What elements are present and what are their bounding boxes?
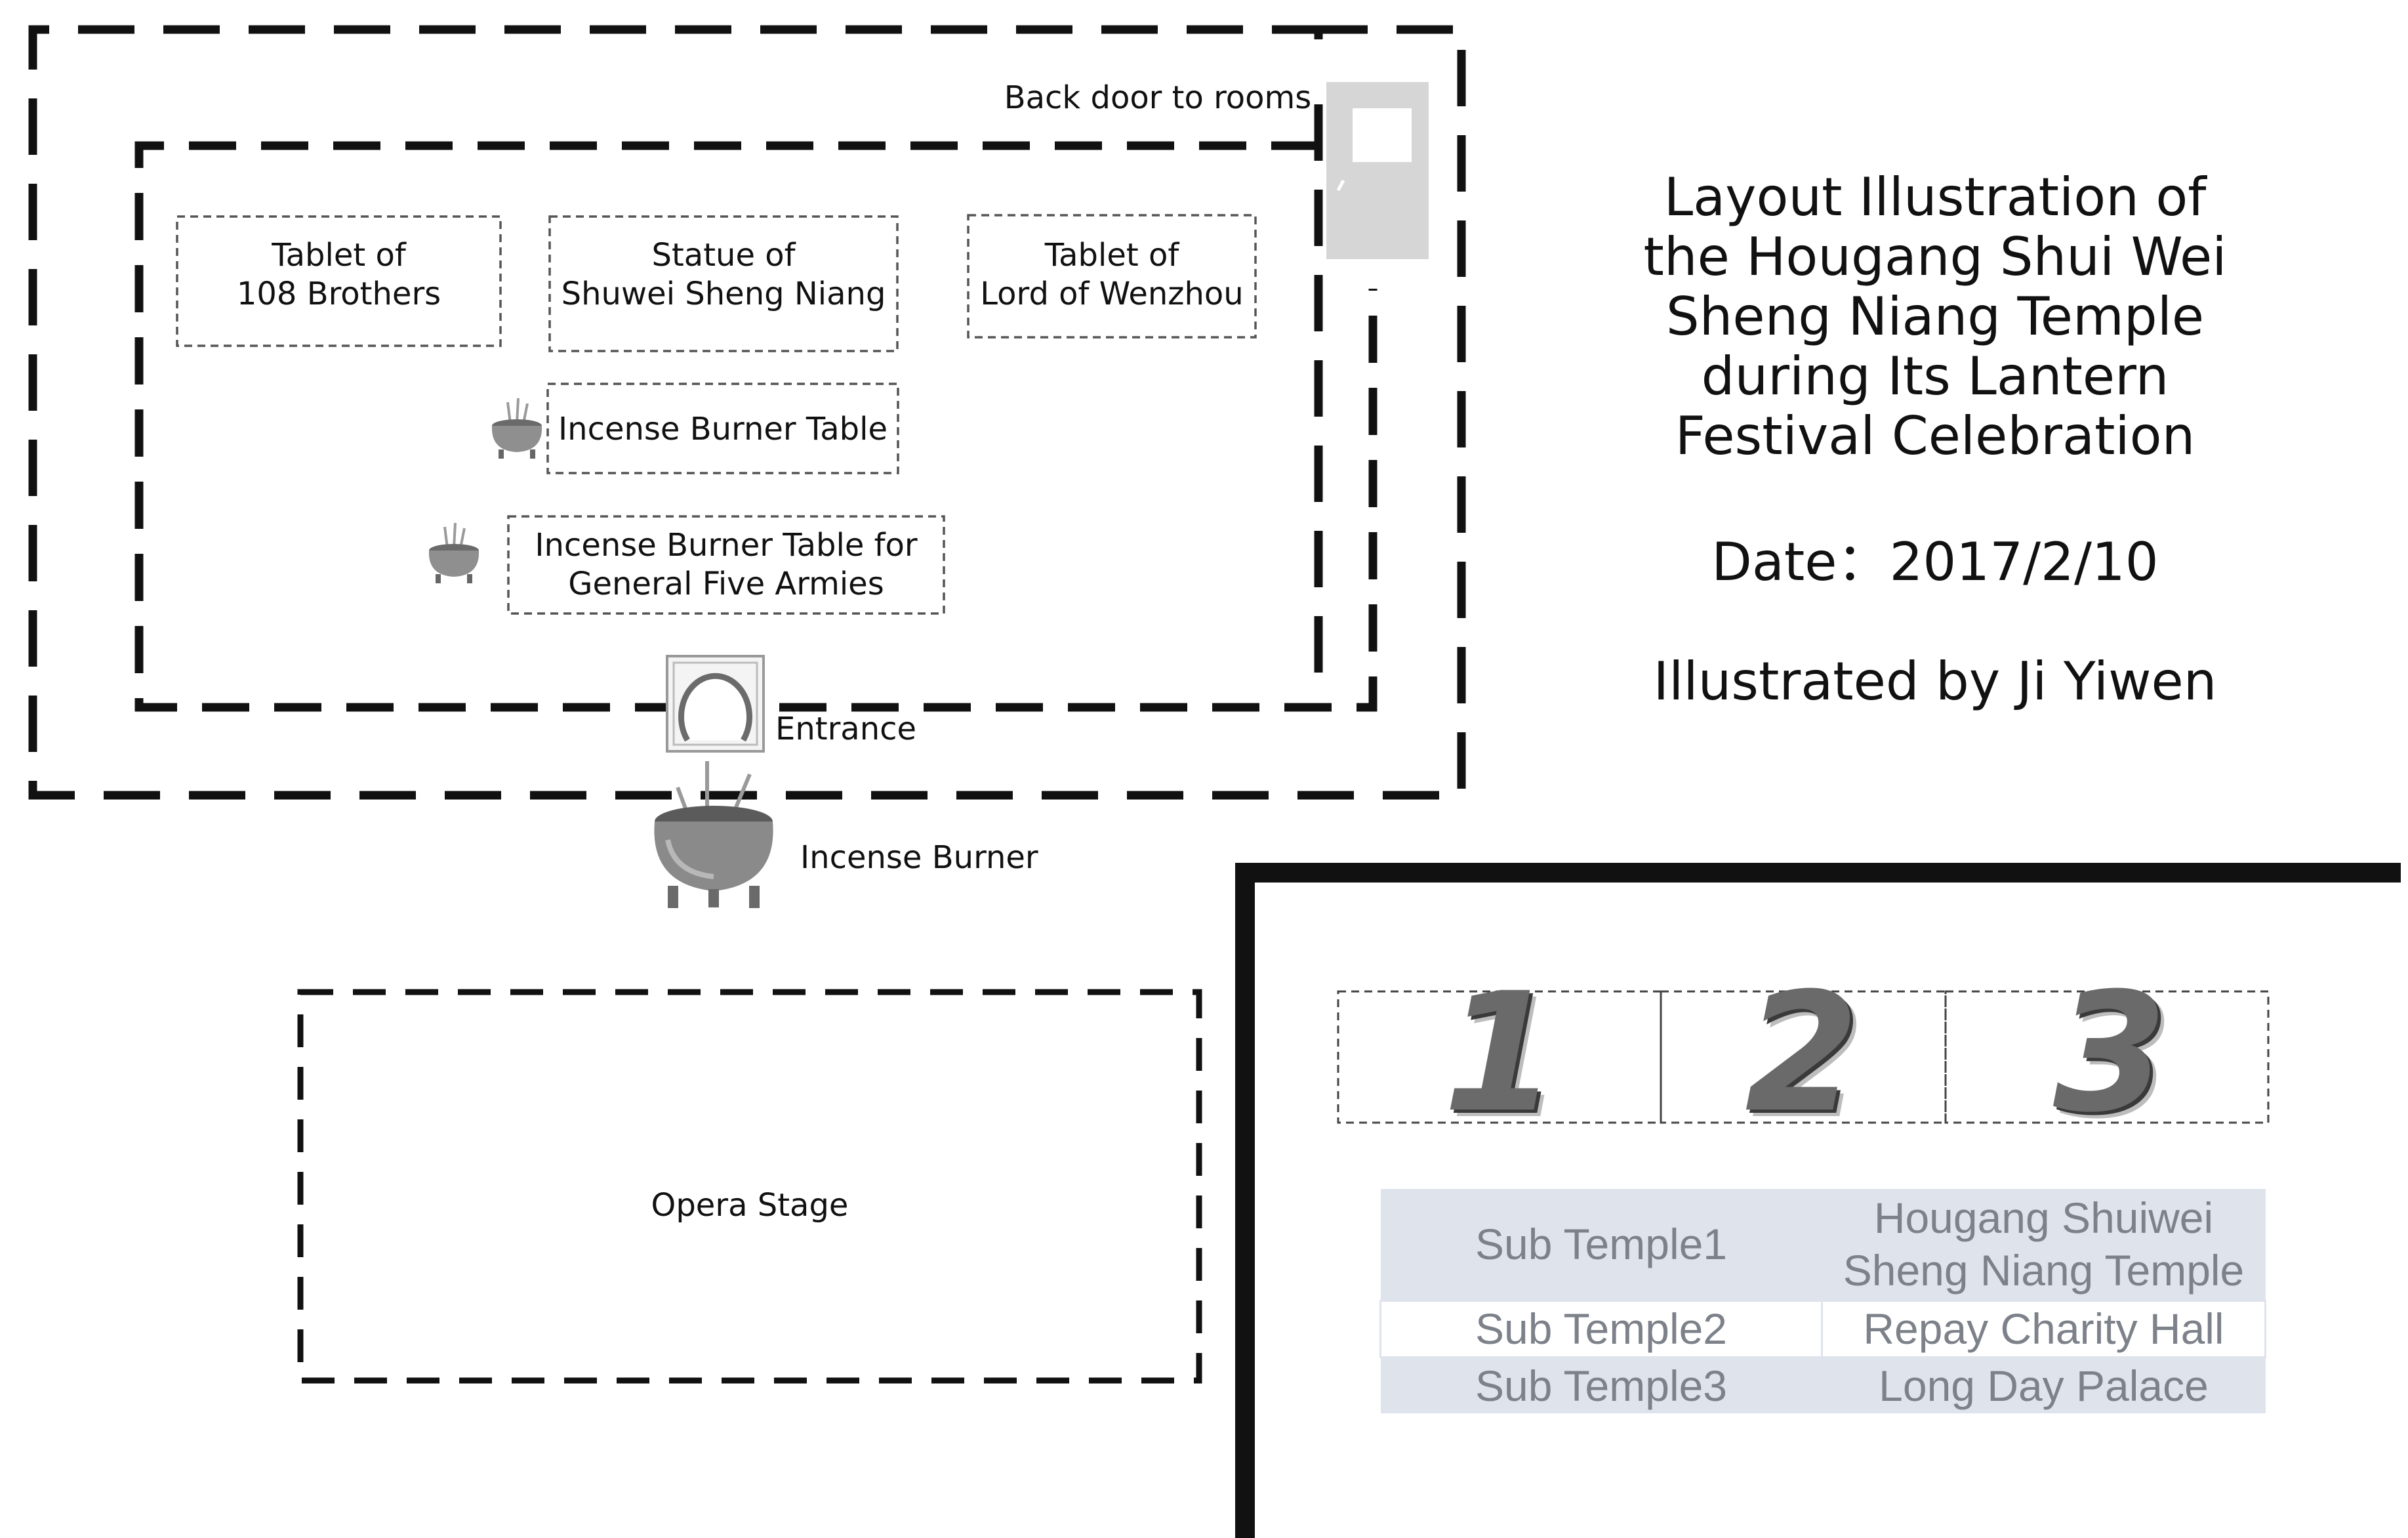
tablet-108-brothers-box: [176, 215, 502, 347]
statue-line: Statue of: [651, 237, 796, 274]
sub-temple-legend: Sub Temple1 Hougang Shuiwei Sheng Niang …: [1379, 1189, 2266, 1413]
title-line: Sheng Niang Temple: [1665, 286, 2205, 347]
tablet-108-brothers-line: Tablet of: [272, 237, 406, 274]
incense-table-general-line: Incense Burner Table for: [535, 527, 918, 564]
numeral-3: 3: [2053, 957, 2167, 1148]
statue-box: [548, 215, 899, 352]
numeral-box-3: [1944, 990, 2270, 1124]
legend-sub-temple: Sub Temple2: [1379, 1299, 1823, 1358]
door-icon: [1326, 82, 1429, 259]
incense-burner-icon: [491, 398, 542, 459]
legend-sub-temple: Sub Temple1: [1380, 1189, 1822, 1300]
tablet-wenzhou-line: Lord of Wenzhou: [980, 275, 1244, 312]
legend-row: Sub Temple1 Hougang Shuiwei Sheng Niang …: [1380, 1189, 2266, 1300]
statue-label: Statue of Shuwei Sheng Niang: [550, 236, 897, 313]
title-block: Layout Illustration of the Hougang Shui …: [1601, 167, 2270, 712]
incense-table-general-box: [507, 515, 945, 615]
incense-burner-icon: [654, 761, 773, 908]
incense-burner-label: Incense Burner: [800, 839, 1038, 876]
statue-line: Shuwei Sheng Niang: [561, 275, 886, 312]
opera-stage-label: Opera Stage: [651, 1187, 849, 1224]
tablet-wenzhou-line: Tablet of: [1044, 237, 1179, 274]
tablet-wenzhou-label: Tablet of Lord of Wenzhou: [968, 236, 1255, 313]
incense-table-label: Incense Burner Table: [558, 411, 888, 447]
opera-stage-box: [297, 989, 1202, 1384]
title-line: Festival Celebration: [1675, 405, 2195, 467]
diagram-title: Layout Illustration of the Hougang Shui …: [1601, 167, 2270, 466]
title-line: the Hougang Shui Wei: [1643, 226, 2227, 287]
legend-temple-name: Repay Charity Hall: [1821, 1299, 2266, 1358]
date-label: Date：2017/2/10: [1711, 531, 2159, 592]
legend-temple-name-line: Hougang Shuiwei: [1873, 1194, 2214, 1243]
tablet-108-brothers-label: Tablet of 108 Brothers: [177, 236, 500, 313]
legend-sub-temple: Sub Temple3: [1380, 1357, 1822, 1413]
inner-hall-wall: [134, 141, 1377, 712]
legend-temple-name-line: Sheng Niang Temple: [1843, 1246, 2245, 1295]
outer-temple-wall: [28, 25, 1466, 800]
legend-temple-name: Hougang Shuiwei Sheng Niang Temple: [1822, 1189, 2266, 1300]
incense-burner-icon: [428, 522, 480, 583]
title-line: during Its Lantern: [1701, 346, 2169, 407]
numeral-2: 2: [1745, 957, 1859, 1148]
title-line: Layout Illustration of: [1663, 167, 2207, 228]
incense-table-box: [546, 383, 899, 474]
sub-temple-frame: [1235, 863, 2401, 1538]
incense-table-general-label: Incense Burner Table for General Five Ar…: [508, 526, 944, 603]
back-door-label: Back door to rooms: [1004, 79, 1312, 116]
tablet-108-brothers-line: 108 Brothers: [236, 275, 441, 312]
entrance-gate-icon: [666, 655, 765, 753]
numeral-box-2: [1660, 990, 1947, 1124]
author-label: Illustrated by Ji Yiwen: [1653, 651, 2217, 712]
numeral-1: 1: [1443, 957, 1557, 1148]
legend-row: Sub Temple3 Long Day Palace: [1380, 1357, 2266, 1413]
legend-row: Sub Temple2 Repay Charity Hall: [1379, 1299, 2266, 1358]
legend-temple-name: Long Day Palace: [1822, 1357, 2266, 1413]
tablet-wenzhou-box: [967, 214, 1257, 339]
incense-table-general-line: General Five Armies: [568, 565, 884, 602]
entrance-label: Entrance: [775, 711, 917, 747]
